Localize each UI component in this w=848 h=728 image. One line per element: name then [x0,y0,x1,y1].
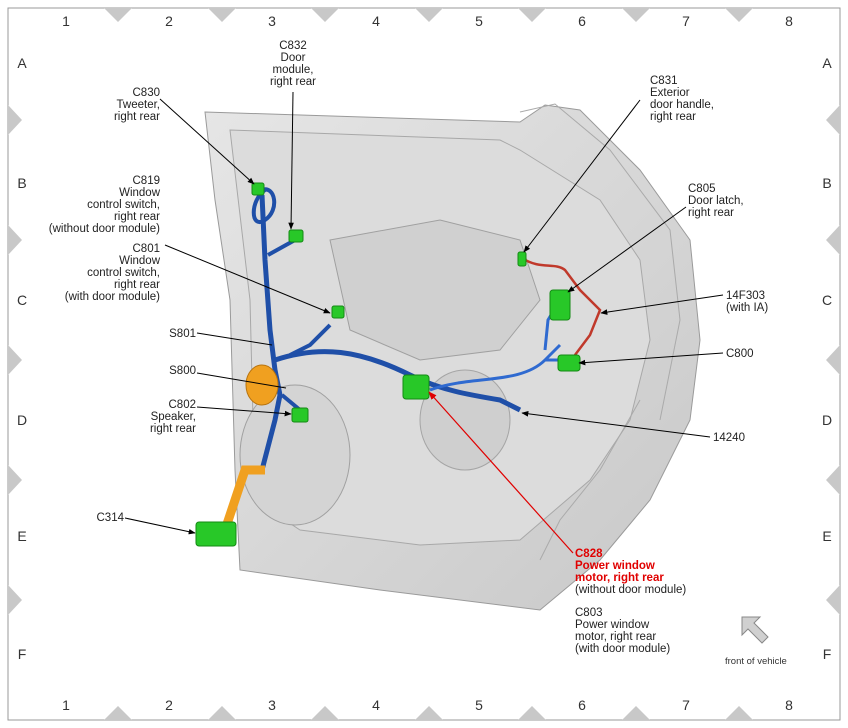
label-c800: C800 [726,348,754,360]
connectors [195,182,581,547]
door-panel [204,103,701,611]
connector-c830 [251,182,265,196]
grid-row-e: E [17,528,27,544]
connector-c800 [557,354,581,372]
grid-col-6-bottom: 6 [578,697,586,713]
grid-col-3-bottom: 3 [268,697,276,713]
connector-c314 [195,521,237,547]
grid-col-7-bottom: 7 [682,697,690,713]
grid-row-a: A [17,55,27,71]
grid-row-a-right: A [822,55,832,71]
zone-markers [8,8,840,720]
front-of-vehicle-arrow [741,616,769,644]
label-c828-note: (without door module) [575,584,687,596]
connector-c831 [517,251,527,267]
grid-col-6: 6 [578,13,586,29]
grid-col-7: 7 [682,13,690,29]
label-14240: 14240 [713,432,745,444]
connector-c828 [402,374,430,400]
label-c828: C828 Power window motor, right rear (wit… [575,548,715,596]
grid-col-5: 5 [475,13,483,29]
grid-row-d: D [16,412,28,428]
grid-row-b: B [17,175,27,191]
grid-row-c: C [16,292,28,308]
connector-c802 [291,407,309,423]
connector-c801 [331,305,345,319]
label-s801: S801 [169,328,196,340]
label-14f303: 14F303(with IA) [726,290,769,314]
front-of-vehicle-label: front of vehicle [725,656,787,667]
grid-col-1-bottom: 1 [62,697,70,713]
connector-c832 [288,229,304,243]
grid-row-d-right: D [821,412,833,428]
grid-col-1: 1 [62,13,70,29]
grid-row-f: F [17,646,27,662]
grid-row-f-right: F [822,646,832,662]
label-c314: C314 [96,512,125,524]
grid-col-3: 3 [268,13,276,29]
grid-col-8: 8 [785,13,793,29]
grommet [245,364,279,406]
grid-row-c-right: C [821,292,833,308]
grid-col-5-bottom: 5 [475,697,483,713]
grid-col-4: 4 [372,13,380,29]
grid-row-e-right: E [822,528,832,544]
connector-c805 [549,289,571,321]
leader-lines [124,91,724,535]
grid-col-2-bottom: 2 [165,697,173,713]
leader-line-c828 [428,391,574,554]
grid-col-2: 2 [165,13,173,29]
grid-col-8-bottom: 8 [785,697,793,713]
grid-row-b-right: B [822,175,832,191]
grid-col-4-bottom: 4 [372,697,380,713]
label-s800: S800 [169,365,196,377]
